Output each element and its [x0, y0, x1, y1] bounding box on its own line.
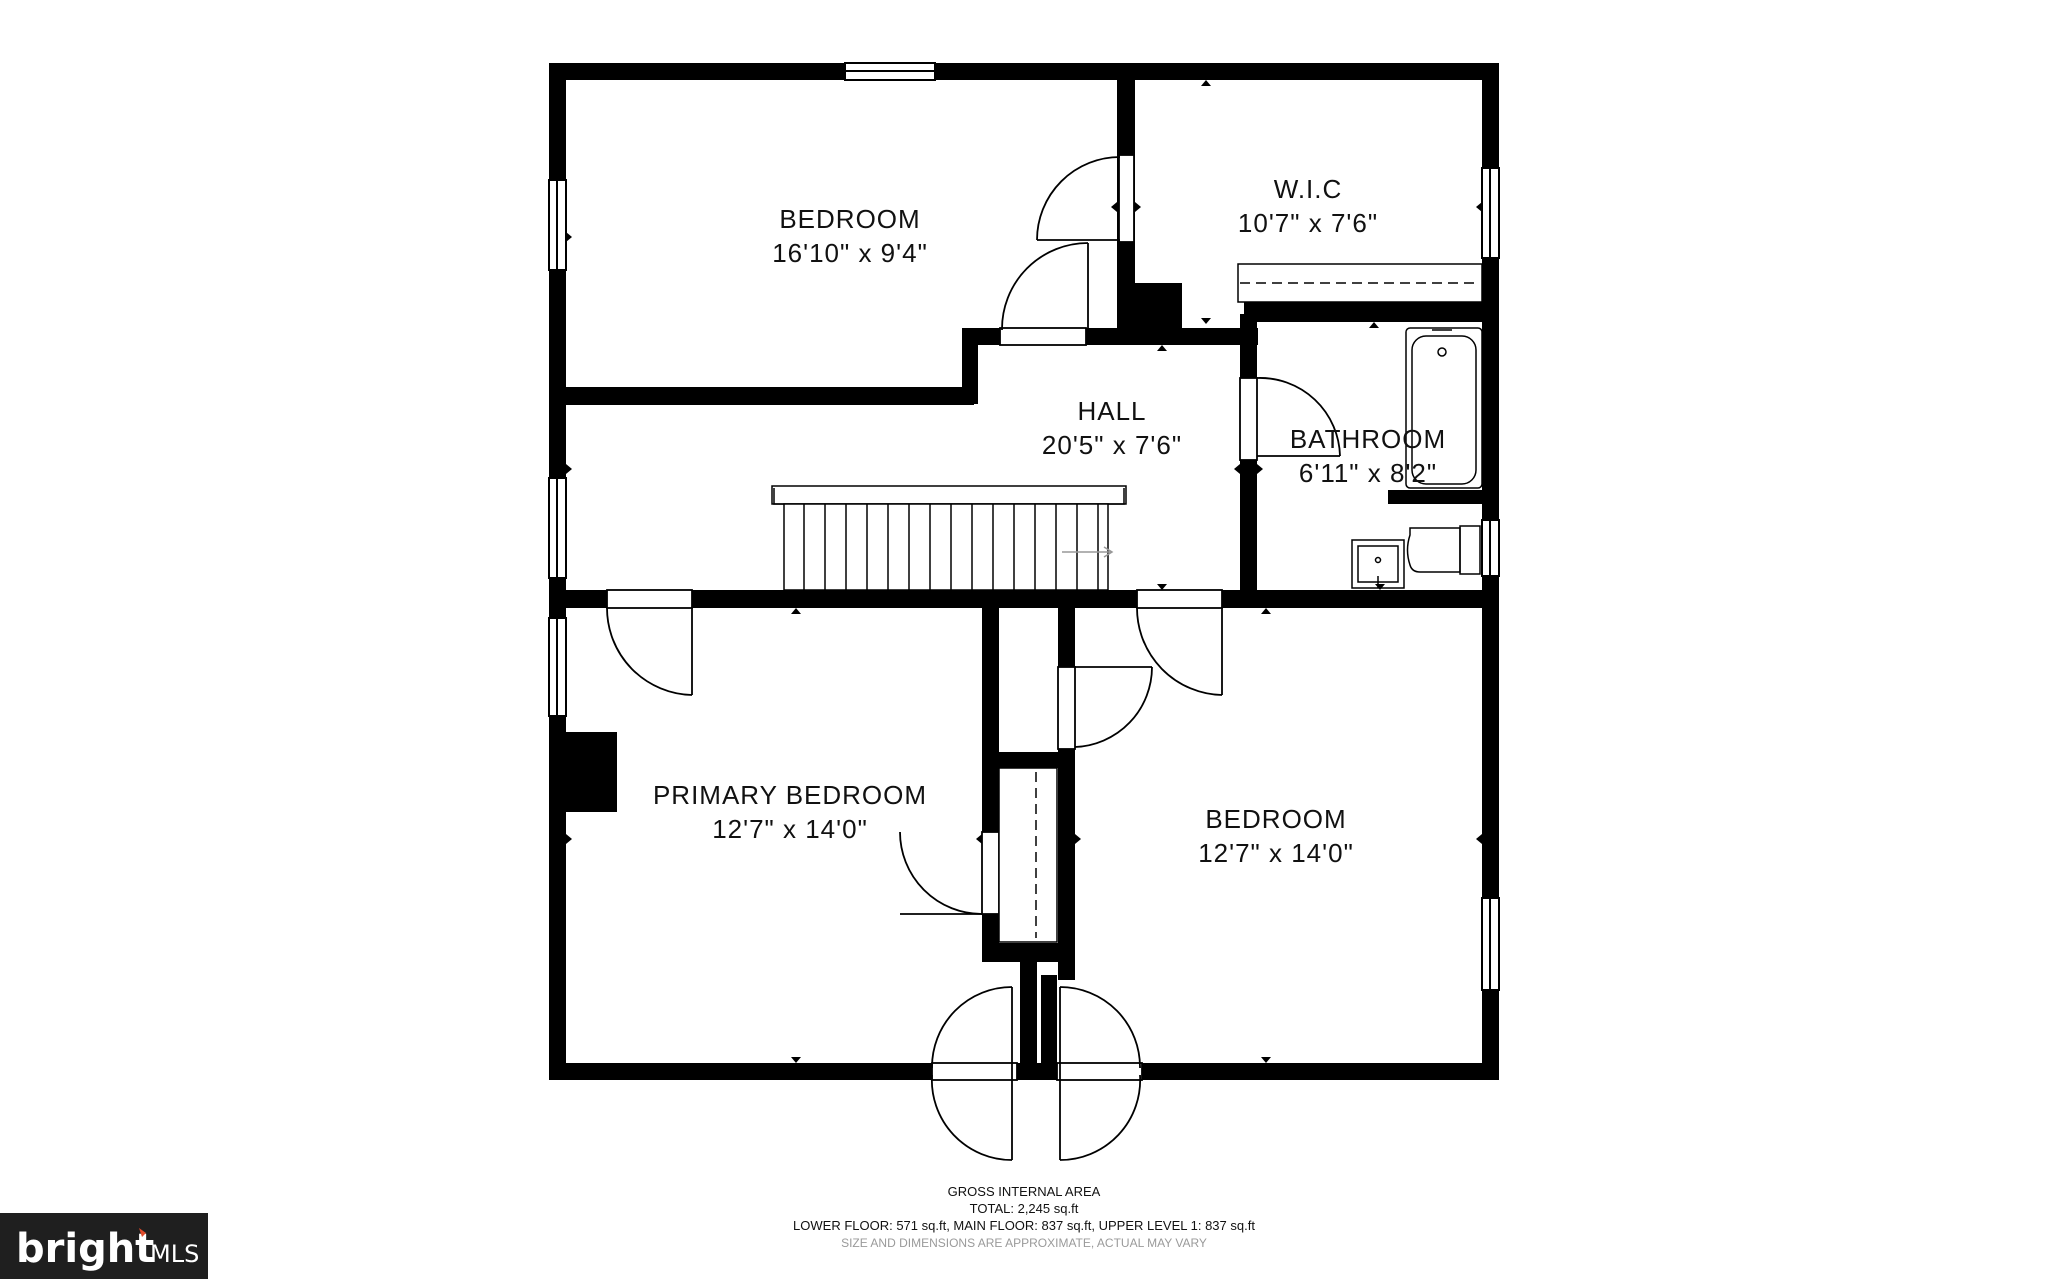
- room-name-bathroom: BATHROOM: [1290, 424, 1446, 454]
- area-total: TOTAL: 2,245 sq.ft: [970, 1201, 1079, 1216]
- staircase-icon: [771, 485, 1127, 591]
- bath-ledge: [1388, 490, 1486, 504]
- room-name-bedroom-right: BEDROOM: [1205, 804, 1346, 834]
- wall-wic-bottom: [1244, 302, 1494, 322]
- door-bottom-right: [1056, 986, 1143, 1161]
- room-name-primary-bedroom: PRIMARY BEDROOM: [653, 780, 927, 810]
- wic-shelf: [1237, 263, 1483, 303]
- room-dims-hall: 20'5" x 7'6": [1042, 430, 1182, 460]
- closet-shelf-lower: [998, 767, 1058, 943]
- room-name-bedroom-top: BEDROOM: [779, 204, 920, 234]
- room-dims-bedroom-top: 16'10" x 9'4": [772, 238, 928, 268]
- door-primary-closet: [899, 831, 1000, 915]
- room-dims-wic: 10'7" x 7'6": [1238, 208, 1378, 238]
- door-bedroom-hall: [999, 242, 1089, 346]
- area-disclaimer: SIZE AND DIMENSIONS ARE APPROXIMATE, ACT…: [841, 1236, 1207, 1250]
- doors: [606, 154, 1341, 1161]
- windows: [548, 62, 1500, 991]
- door-closet-upper: [1057, 666, 1153, 750]
- wall-hall-bottom: [549, 590, 1499, 608]
- svg-text:bright: bright: [16, 1226, 154, 1272]
- outer-wall-top: [549, 63, 1499, 80]
- door-hall-bath: [1239, 377, 1341, 461]
- door-bedroom-wic: [1036, 154, 1135, 243]
- room-name-wic: W.I.C: [1274, 174, 1343, 204]
- wall-bedroom-step: [962, 328, 978, 404]
- room-name-hall: HALL: [1077, 396, 1146, 426]
- chimney-block: [564, 732, 617, 812]
- door-bottom-left: [930, 986, 1018, 1161]
- room-labels: BEDROOM 16'10" x 9'4" W.I.C 10'7" x 7'6"…: [653, 174, 1446, 868]
- closet-wall-right: [1058, 600, 1075, 980]
- closet-block: [1128, 283, 1182, 333]
- area-heading: GROSS INTERNAL AREA: [948, 1184, 1101, 1199]
- wall-bedroom-bottom-gap-left: [1020, 958, 1037, 1066]
- door-hall-primary: [606, 589, 693, 696]
- room-dims-bedroom-right: 12'7" x 14'0": [1198, 838, 1354, 868]
- closet-bottom: [982, 943, 1074, 962]
- sink-icon: [1351, 539, 1405, 589]
- area-breakdown: LOWER FLOOR: 571 sq.ft, MAIN FLOOR: 837 …: [793, 1218, 1255, 1233]
- door-hall-bedroom-right: [1136, 589, 1223, 696]
- room-dims-primary-bedroom: 12'7" x 14'0": [712, 814, 868, 844]
- wall-bedroom-bottom-gap-right: [1041, 975, 1057, 1066]
- fixtures: [771, 263, 1483, 943]
- svg-text:MLS: MLS: [150, 1240, 199, 1268]
- bathtub-icon: [1405, 327, 1483, 489]
- outer-wall-bottom: [549, 1063, 1499, 1080]
- room-dims-bathroom: 6'11" x 8'2": [1299, 458, 1437, 488]
- bright-mls-logo-icon: bright MLS: [0, 1213, 208, 1279]
- dimension-markers: [566, 80, 1482, 1063]
- toilet-icon: [1406, 525, 1481, 575]
- closet-divider: [982, 752, 1074, 768]
- wall-bedroom-bottom: [549, 387, 974, 405]
- area-summary: GROSS INTERNAL AREA TOTAL: 2,245 sq.ft L…: [793, 1184, 1255, 1250]
